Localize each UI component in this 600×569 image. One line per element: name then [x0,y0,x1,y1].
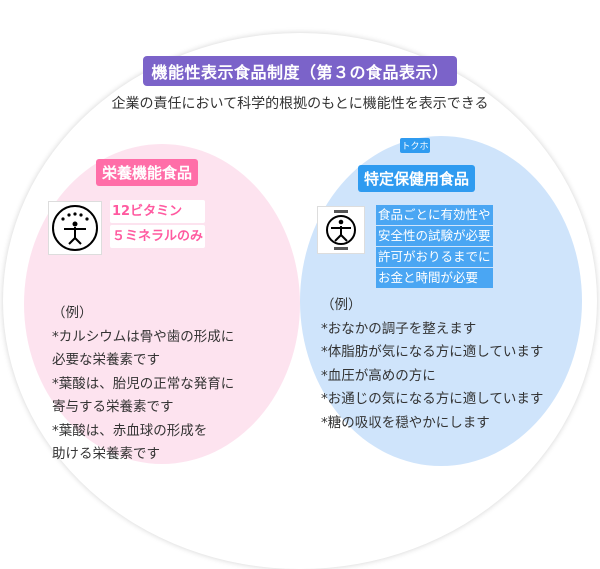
example-line: *葉酸は、胎児の正常な発育に [52,375,235,392]
example-line: *カルシウムは骨や歯の形成に [52,328,235,345]
example-line: *血圧が高めの方に [321,367,436,384]
tokuho-note: 安全性の試験が必要 [376,226,493,246]
example-line: 必要な栄養素です [52,352,160,368]
example-line: *糖の吸収を穏やかにします [321,414,490,431]
nutrition-note: 12ビタミン [110,200,206,223]
nutrition-examples: （例） *カルシウムは骨や歯の形成に 必要な栄養素です *葉酸は、胎児の正常な発… [52,302,234,467]
tokuho-notes: 食品ごとに有効性や 安全性の試験が必要 許可がおりるまでに お金と時間が必要 [376,205,493,289]
example-header: （例） [321,297,362,313]
example-line: *お通じの気になる方に適しています [321,391,544,407]
example-line: *おなかの調子を整えます [321,320,477,337]
nutrition-notes: 12ビタミン ５ミネラルのみ [110,200,206,250]
nutrition-ellipse [24,144,300,464]
title-wrap: 機能性表示食品制度（第３の食品表示） [0,56,600,86]
example-line: 助ける栄養素です [52,446,160,462]
nutrition-label: 栄養機能食品 [96,159,199,186]
nutrition-mark-icon [48,201,102,255]
tokuho-mark-icon [317,206,365,254]
example-line: *葉酸は、赤血球の形成を [52,422,208,439]
subtitle: 企業の責任において科学的根拠のもとに機能性を表示できる [111,96,489,112]
tokuho-label: 特定保健用食品 [358,165,476,192]
tokuho-note: お金と時間が必要 [376,268,493,288]
tokuho-small-label: トクホ [400,138,430,153]
tokuho-note: 食品ごとに有効性や [376,205,493,225]
example-line: *体脂肪が気になる方に適しています [321,344,544,360]
main-title: 機能性表示食品制度（第３の食品表示） [143,56,457,86]
example-header: （例） [52,305,93,321]
tokuho-note: 許可がおりるまでに [376,247,493,267]
tokuho-examples: （例） *おなかの調子を整えます *体脂肪が気になる方に適しています *血圧が高… [321,294,543,435]
nutrition-note: ５ミネラルのみ [110,225,206,248]
example-line: 寄与する栄養素です [52,399,174,415]
